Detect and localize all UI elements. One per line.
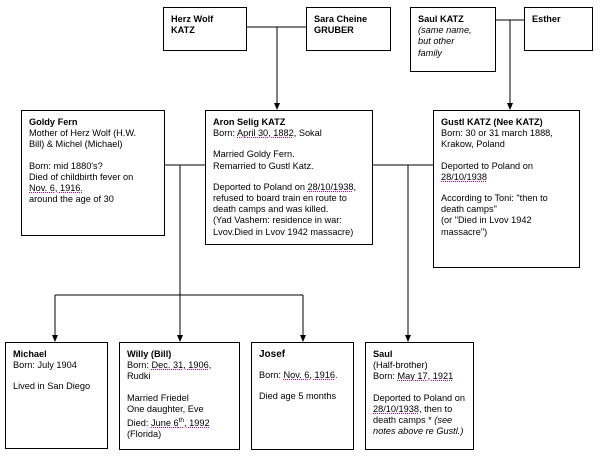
person-box-michael: Michael Born: July 1904 Lived in San Die… <box>5 342 108 449</box>
death-date: Nov. 6, 1916. <box>29 183 83 194</box>
person-surname: GRUBER <box>314 25 354 36</box>
birth-date: May 17, 1921 <box>397 371 454 382</box>
birth-date: Nov. 6, 1916 <box>283 370 335 381</box>
person-box-saul-katz: Saul KATZ (same name, but other family <box>410 7 496 72</box>
death-date: June 6 <box>151 418 179 429</box>
person-box-herz-wolf: Herz Wolf KATZ <box>163 7 247 51</box>
detail-text: , then to <box>418 403 453 414</box>
note-text: notes above re Gustl.) <box>373 426 464 437</box>
detail-line: massacre") <box>441 226 488 237</box>
detail-line: (Yad Vashem: residence in war: <box>213 215 342 226</box>
person-name: Josef <box>259 349 286 360</box>
punctuation: , <box>353 181 357 192</box>
birth-date: April 30, 1882 <box>237 128 294 139</box>
person-name: Willy (Bill) <box>127 349 172 359</box>
birth-line: Born: July 1904 <box>13 360 77 371</box>
birth-place: , Sokal <box>293 128 322 139</box>
detail-line: Remarried to Gustl Katz. <box>213 160 314 171</box>
note-line: (same name, <box>418 25 472 36</box>
detail-line: Born: 30 or 31 march 1888, <box>441 128 553 139</box>
person-box-saul: Saul (Half-brother) Born: May 17, 1921 D… <box>365 342 474 450</box>
person-box-willy-bill: Willy (Bill) Born: Dec. 31, 1906, Rudki … <box>119 342 240 450</box>
person-name: Sara Cheine <box>314 14 368 24</box>
ordinal-suffix: th <box>178 417 185 425</box>
person-name: Aron Selig KATZ <box>213 117 286 127</box>
deport-date: 28/10/1938 <box>373 403 419 414</box>
deport-date: 28/10/1938 <box>307 181 354 192</box>
birth-place: Rudki <box>127 371 151 382</box>
punctuation: , <box>208 360 212 371</box>
detail-line: death camps and was killed. <box>213 204 329 215</box>
person-name: Michael <box>13 349 47 359</box>
note-text: (see <box>434 415 453 426</box>
label: Born: <box>127 360 152 371</box>
person-surname: KATZ <box>171 25 195 36</box>
relation: (Half-brother) <box>373 360 428 371</box>
label: Born: <box>259 370 284 381</box>
person-box-aron-selig-katz: Aron Selig KATZ Born: April 30, 1882, So… <box>205 110 373 245</box>
detail-line: around the age of 30 <box>29 194 114 205</box>
detail-line: Deported to Poland on <box>373 392 465 403</box>
detail-line: Deported to Poland on <box>441 160 533 171</box>
person-name: Saul <box>373 349 393 359</box>
detail-line: refused to board train en route to <box>213 193 347 204</box>
label: Died: <box>127 418 152 429</box>
person-name: Saul KATZ <box>418 14 464 24</box>
detail-line: death camps" <box>441 204 497 215</box>
person-box-sara: Sara Cheine GRUBER <box>306 7 391 51</box>
detail-line: Krakow, Poland <box>441 139 505 150</box>
punctuation: . <box>334 370 338 381</box>
label: Deported to Poland on <box>213 181 308 192</box>
detail-line: Married Friedel <box>127 392 189 403</box>
person-name: Herz Wolf <box>171 14 214 24</box>
detail-line: Bill) & Michel (Michael) <box>29 139 123 150</box>
birth-date: Dec. 31, 1906 <box>151 360 209 371</box>
deport-date: 28/10/1938 <box>441 171 487 182</box>
person-box-esther: Esther <box>524 7 593 51</box>
person-name: Esther <box>532 14 561 24</box>
person-box-goldy-fern: Goldy Fern Mother of Herz Wolf (H.W. Bil… <box>21 110 165 236</box>
detail-text: death camps * <box>373 415 435 426</box>
detail-line: Died of childbirth fever on <box>29 171 134 182</box>
person-name: Gustl KATZ (Nee KATZ) <box>441 117 543 127</box>
detail-line: Lvov.Died in Lvov 1942 massacre) <box>213 226 354 237</box>
detail-line: Married Goldy Fern. <box>213 149 295 160</box>
person-name: Goldy Fern <box>29 117 78 127</box>
detail-line: According to Toni: "then to <box>441 193 548 204</box>
detail-line: (or "Died in Lvov 1942 <box>441 215 532 226</box>
death-place: (Florida) <box>127 429 162 440</box>
detail-line: Mother of Herz Wolf (H.W. <box>29 128 137 139</box>
death-year: , 1992 <box>184 418 210 429</box>
detail-line: Lived in San Diego <box>13 381 91 392</box>
detail-line: Born: mid 1880's? <box>29 160 103 171</box>
person-box-gustl-katz: Gustl KATZ (Nee KATZ) Born: 30 or 31 mar… <box>433 110 580 268</box>
label: Born: <box>373 371 398 382</box>
detail-line: One daughter, Eve <box>127 403 204 414</box>
person-box-josef: Josef Born: Nov. 6, 1916. Died age 5 mon… <box>251 342 354 450</box>
label: Born: <box>213 128 238 139</box>
detail-line: Died age 5 months <box>259 391 337 402</box>
note-line: but other <box>418 36 455 47</box>
note-line: family <box>418 47 442 58</box>
